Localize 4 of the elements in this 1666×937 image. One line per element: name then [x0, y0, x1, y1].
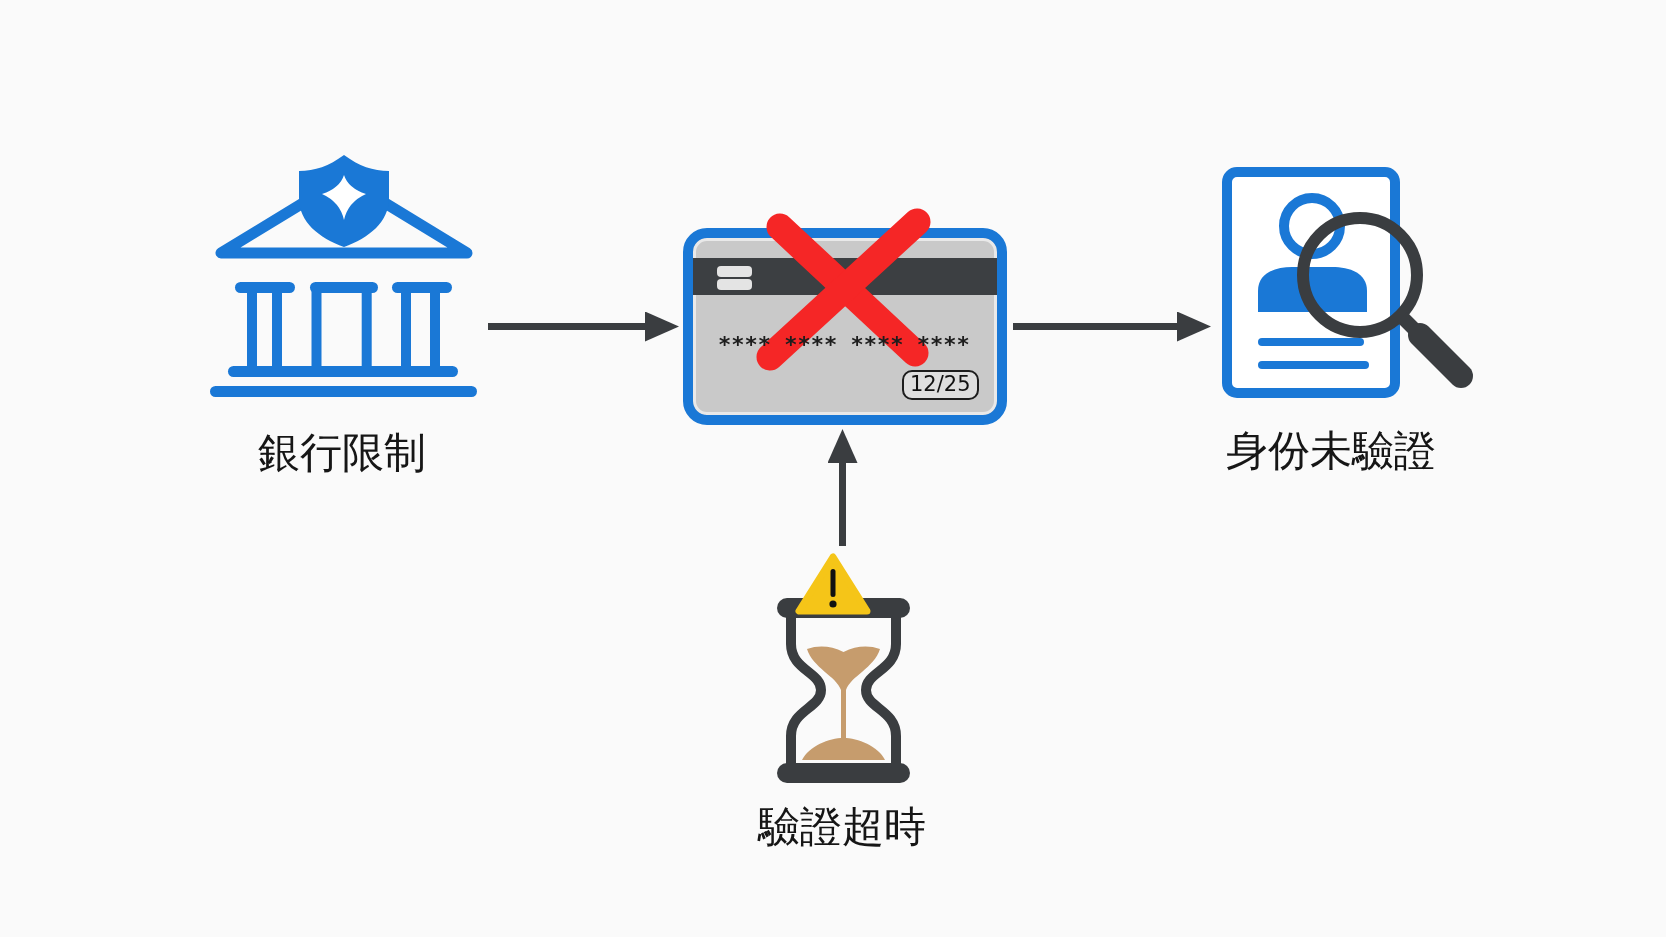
- icon-label: 驗證超時: [758, 802, 926, 852]
- icon-label: 銀行限制: [258, 428, 426, 478]
- icon-label: 身份未驗證: [1226, 426, 1436, 476]
- expiry-date-badge: 12/25: [902, 370, 979, 400]
